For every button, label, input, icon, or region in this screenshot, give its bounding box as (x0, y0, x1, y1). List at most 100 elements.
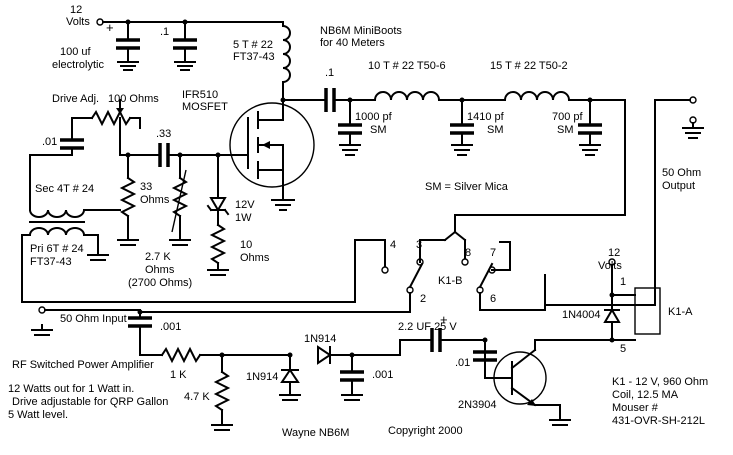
c700-type-label: SM (557, 124, 574, 136)
capacitor-1410pf (450, 99, 474, 156)
supply-voltage-unit: Volts (66, 16, 90, 28)
transistor-part-label: 2N3904 (458, 399, 497, 411)
supply-rail (96, 18, 284, 26)
diode-1n914-series-label: 1N914 (304, 333, 336, 345)
supply-voltage-value: 12 (70, 4, 82, 16)
capacitor-700pf (578, 99, 602, 156)
drive-adjust-label: Drive Adj. (52, 93, 99, 105)
c01-base-label: .01 (455, 357, 470, 369)
c033-label: .33 (156, 128, 171, 140)
c01-input-label: .01 (42, 136, 57, 148)
output-connector (544, 96, 704, 306)
diode-1n914-shunt (279, 354, 301, 401)
c001-input-label: .001 (160, 321, 181, 333)
spec-note-1: 12 Watts out for 1 Watt in. (8, 383, 134, 395)
c22uf-label: 2.2 UF 25 V (398, 321, 457, 333)
relay-k1b-label: K1-B (438, 275, 462, 287)
mosfet-part-label: IFR510 (182, 89, 218, 101)
relay-spec-1: K1 - 12 V, 960 Ohm (612, 376, 708, 388)
c22uf-plus-sign: + (440, 312, 448, 327)
relay-pin-3: 3 (416, 239, 422, 251)
silver-mica-note: SM = Silver Mica (425, 181, 509, 193)
c01-out-label: .1 (325, 67, 334, 79)
schematic-title: NB6M MiniBoots (320, 25, 402, 37)
relay-spec-4: 431-OVR-SH-212L (612, 415, 705, 427)
c100uf-label: 100 uf (60, 46, 92, 58)
mosfet-circle (229, 102, 315, 188)
resistor-1k (160, 346, 293, 364)
low-pass-filter (347, 91, 626, 103)
relay-supply-value: 12 (608, 247, 620, 259)
relay-pin-6: 6 (490, 293, 496, 305)
author-label: Wayne NB6M (282, 427, 349, 439)
choke-5t (281, 21, 291, 101)
spec-note-2: Drive adjustable for QRP Gallon (12, 396, 168, 408)
zener-diode-12v (206, 154, 230, 226)
amplifier-type-label: RF Switched Power Amplifier (12, 359, 154, 371)
zener-voltage-label: 12V (235, 199, 255, 211)
relay-pin-8: 8 (465, 247, 471, 259)
relay-supply-unit: Volts (598, 260, 622, 272)
r10-unit-label: Ohms (240, 252, 270, 264)
primary-winding-label: Pri 6T # 24 (30, 243, 84, 255)
input-impedance-label: 50 Ohm Input (60, 313, 127, 325)
l10t-label: 10 T # 22 T50-6 (368, 60, 446, 72)
c01-top-label: .1 (160, 26, 169, 38)
r27k-value-label: 2.7 K (145, 251, 171, 263)
c1410-label: 1410 pf (467, 111, 505, 123)
l15t-label: 15 T # 22 T50-2 (490, 60, 568, 72)
resistor-33-ohm (117, 154, 139, 246)
output-impedance-label: 50 Ohm (662, 167, 701, 179)
schematic-subtitle: for 40 Meters (320, 37, 385, 49)
relay-pin-7: 7 (490, 247, 496, 259)
secondary-winding-label: Sec 4T # 24 (35, 183, 94, 195)
c700-label: 700 pf (552, 111, 584, 123)
diode-1n4004-label: 1N4004 (562, 309, 601, 321)
mosfet-type-label: MOSFET (182, 101, 228, 113)
resistor-10-ohm (207, 223, 229, 276)
capacitor-0-1-bypass (173, 21, 197, 71)
r47k-label: 4.7 K (184, 391, 210, 403)
r1k-label: 1 K (170, 369, 187, 381)
transformer-core-label: FT37-43 (30, 256, 72, 268)
c1000-type-label: SM (370, 124, 387, 136)
relay-spec-3: Mouser # (612, 402, 659, 414)
relay-pin-4: 4 (390, 239, 396, 251)
output-label: Output (662, 180, 695, 192)
r33-unit-label: Ohms (140, 194, 170, 206)
filter-to-relay-wire (454, 99, 626, 233)
capacitor-0-001-filter (340, 354, 364, 401)
pot-value-label: 100 Ohms (108, 93, 159, 105)
mosfet-irf510 (229, 97, 315, 211)
spec-note-3: 5 Watt level. (8, 409, 68, 421)
input-transformer (21, 208, 121, 303)
capacitor-0-01-input (29, 129, 84, 211)
c100uf-type-label: electrolytic (52, 59, 104, 71)
capacitor-0-001-input (128, 316, 163, 356)
zener-power-label: 1W (235, 212, 252, 224)
diode-1n914-series (317, 345, 401, 365)
relay-spec-2: Coil, 12.5 MA (612, 389, 679, 401)
c1000-label: 1000 pf (355, 111, 393, 123)
copyright-label: Copyright 2000 (388, 425, 463, 437)
relay-coil-k1a (603, 258, 661, 343)
electrolytic-plus-sign: + (106, 20, 114, 35)
r10-value-label: 10 (240, 239, 252, 251)
coil-pin-1: 1 (620, 276, 626, 288)
capacitor-0-33 (119, 143, 231, 167)
capacitor-0-01-base (473, 339, 497, 379)
diode-1n914-shunt-label: 1N914 (246, 371, 278, 383)
capacitor-1000pf (338, 99, 362, 156)
l5t-label: 5 T # 22 (233, 39, 273, 51)
resistor-2-7k (169, 154, 191, 246)
r27k-unit-label: Ohms (145, 264, 175, 276)
r33-value-label: 33 (140, 181, 152, 193)
c1410-type-label: SM (487, 124, 504, 136)
drive-potentiometer (71, 99, 141, 156)
c001-filter-label: .001 (372, 369, 393, 381)
relay-pin-2: 2 (420, 293, 426, 305)
coil-pin-5: 5 (620, 343, 626, 355)
r27k-alt-label: (2700 Ohms) (128, 277, 192, 289)
